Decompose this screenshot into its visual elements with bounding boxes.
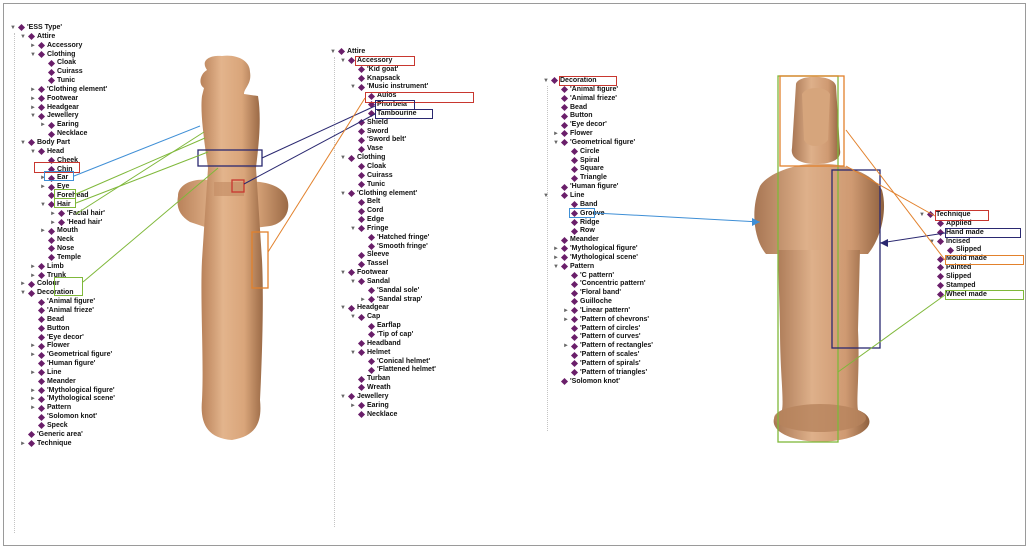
figurine-body (201, 168, 262, 440)
connector-head (74, 126, 200, 176)
connector-phorbeia (244, 114, 375, 184)
kore-shoulders (754, 164, 884, 254)
connector-line (595, 213, 760, 222)
connector-neck (83, 168, 218, 282)
figurine-head (200, 56, 259, 168)
connector-aulos (262, 106, 375, 158)
connector-hand-made (880, 233, 945, 243)
aulos-player-figurine (178, 56, 289, 440)
kore-figurine (754, 77, 884, 442)
connector-music (268, 98, 365, 252)
